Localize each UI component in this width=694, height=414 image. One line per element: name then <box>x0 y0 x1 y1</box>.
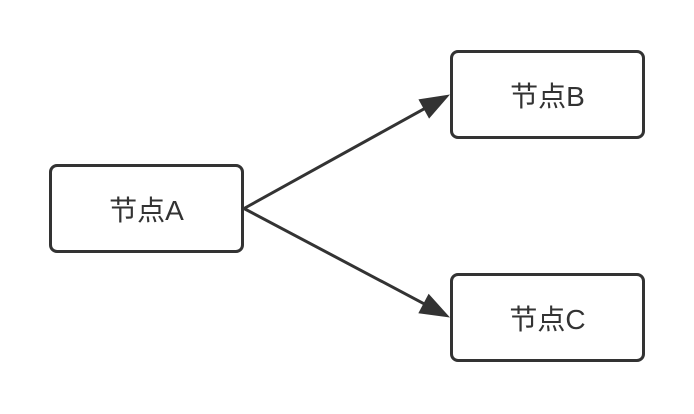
edge-a-b <box>243 106 427 210</box>
node-b[interactable]: 节点B <box>450 50 645 139</box>
node-c-label: 节点C <box>509 303 586 335</box>
node-b-label: 节点B <box>510 80 585 112</box>
arrowhead-a-b <box>418 94 450 119</box>
edge-a-c <box>243 207 426 306</box>
node-a[interactable]: 节点A <box>49 164 244 253</box>
arrowhead-a-c <box>418 293 450 318</box>
node-c[interactable]: 节点C <box>450 273 645 362</box>
node-a-label: 节点A <box>109 194 184 226</box>
